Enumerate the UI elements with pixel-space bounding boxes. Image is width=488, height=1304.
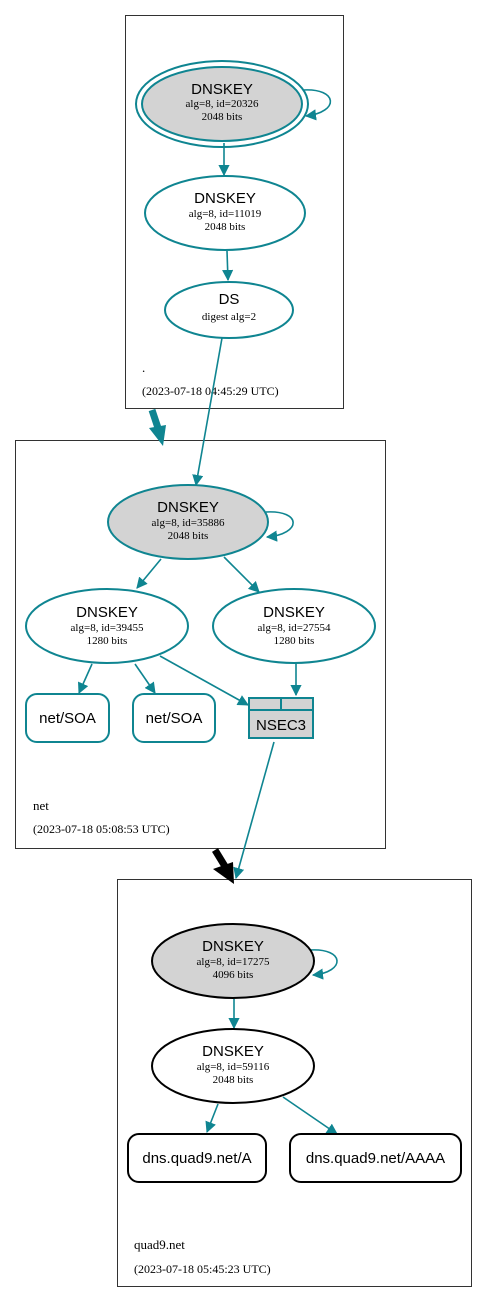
edge-zsk1-to-soa1 — [78, 663, 93, 695]
node-nsec3-label: NSEC3 — [256, 717, 306, 734]
node-q9-zsk-bits: 2048 bits — [213, 1074, 254, 1086]
node-q9-ksk-bits: 4096 bits — [213, 969, 254, 981]
node-net-ksk-title: DNSKEY — [157, 499, 219, 516]
edge-net-ksk-to-zsk2 — [223, 556, 260, 593]
zone-quad9-name: quad9.net — [134, 1237, 185, 1252]
node-net-soa-2[interactable]: net/SOA — [132, 693, 216, 743]
edge-q9-zsk-to-a — [205, 1103, 219, 1134]
zone-net-timestamp: (2023-07-18 05:08:53 UTC) — [33, 822, 170, 836]
node-q9-aaaa-record-label: dns.quad9.net/AAAA — [306, 1150, 445, 1167]
node-net-zsk-39455-title: DNSKEY — [76, 604, 138, 621]
node-root-ksk[interactable]: DNSKEY alg=8, id=20326 2048 bits — [135, 60, 309, 148]
node-net-soa-1-label: net/SOA — [39, 710, 96, 727]
node-nsec3[interactable]: NSEC3 — [248, 697, 314, 739]
node-q9-a-record-label: dns.quad9.net/A — [142, 1150, 251, 1167]
zone-root-name: . — [142, 360, 145, 375]
zone-quad9-timestamp: (2023-07-18 05:45:23 UTC) — [134, 1262, 271, 1276]
delegation-arrows — [148, 408, 234, 884]
delegation-arrowhead-net-to-quad9 — [213, 862, 234, 884]
node-root-zsk-alg: alg=8, id=11019 — [189, 208, 262, 220]
node-q9-ksk-title: DNSKEY — [202, 938, 264, 955]
node-net-zsk-27554[interactable]: DNSKEY alg=8, id=27554 1280 bits — [212, 588, 376, 664]
edge-zsk1-to-nsec3 — [159, 655, 249, 706]
edge-zsk1-to-soa2 — [134, 663, 156, 694]
node-net-ds[interactable]: DS digest alg=2 — [164, 281, 294, 339]
node-net-soa-1[interactable]: net/SOA — [25, 693, 110, 743]
node-root-ksk-bits: 2048 bits — [202, 111, 243, 123]
edge-nsec3-to-quad9 — [233, 741, 275, 880]
node-q9-ksk-alg: alg=8, id=17275 — [197, 956, 270, 968]
node-q9-ksk[interactable]: DNSKEY alg=8, id=17275 4096 bits — [151, 923, 315, 999]
edge-net-ksk-self — [265, 511, 294, 542]
node-net-zsk-27554-alg: alg=8, id=27554 — [258, 622, 331, 634]
node-net-soa-2-label: net/SOA — [146, 710, 203, 727]
node-net-ksk[interactable]: DNSKEY alg=8, id=35886 2048 bits — [107, 484, 269, 560]
delegation-arrowhead-root-to-net — [149, 425, 166, 446]
zone-root-timestamp: (2023-07-18 04:45:29 UTC) — [142, 384, 279, 398]
node-root-ksk-title: DNSKEY — [191, 81, 253, 98]
node-root-zsk-title: DNSKEY — [194, 190, 256, 207]
node-q9-zsk-alg: alg=8, id=59116 — [197, 1061, 270, 1073]
node-net-zsk-39455-alg: alg=8, id=39455 — [71, 622, 144, 634]
node-net-zsk-39455[interactable]: DNSKEY alg=8, id=39455 1280 bits — [25, 588, 189, 664]
node-root-zsk[interactable]: DNSKEY alg=8, id=11019 2048 bits — [144, 175, 306, 251]
delegation-arrow-net-to-quad9 — [212, 848, 229, 870]
node-net-zsk-27554-bits: 1280 bits — [274, 635, 315, 647]
edge-q9-zsk-to-aaaa — [282, 1096, 338, 1135]
node-net-ds-title: DS — [219, 291, 240, 308]
node-net-ksk-bits: 2048 bits — [168, 530, 209, 542]
zone-net-name: net — [33, 798, 49, 813]
node-root-ksk-alg: alg=8, id=20326 — [186, 98, 259, 110]
node-root-zsk-bits: 2048 bits — [205, 221, 246, 233]
edge-net-ksk-to-zsk1 — [136, 558, 162, 589]
delegation-arrow-root-to-net — [148, 408, 162, 430]
node-net-zsk-39455-bits: 1280 bits — [87, 635, 128, 647]
node-net-zsk-27554-title: DNSKEY — [263, 604, 325, 621]
node-q9-zsk-title: DNSKEY — [202, 1043, 264, 1060]
edge-root-zsk-to-ds — [222, 250, 234, 282]
node-q9-aaaa-record[interactable]: dns.quad9.net/AAAA — [289, 1133, 462, 1183]
edge-root-ksk-self — [302, 89, 332, 121]
node-q9-zsk[interactable]: DNSKEY alg=8, id=59116 2048 bits — [151, 1028, 315, 1104]
edges — [78, 89, 338, 1135]
node-net-ksk-alg: alg=8, id=35886 — [152, 517, 225, 529]
edge-q9-ksk-self — [309, 949, 338, 980]
node-q9-a-record[interactable]: dns.quad9.net/A — [127, 1133, 267, 1183]
edge-ds-to-net-ksk — [192, 337, 223, 487]
node-net-ds-digest: digest alg=2 — [202, 311, 256, 323]
